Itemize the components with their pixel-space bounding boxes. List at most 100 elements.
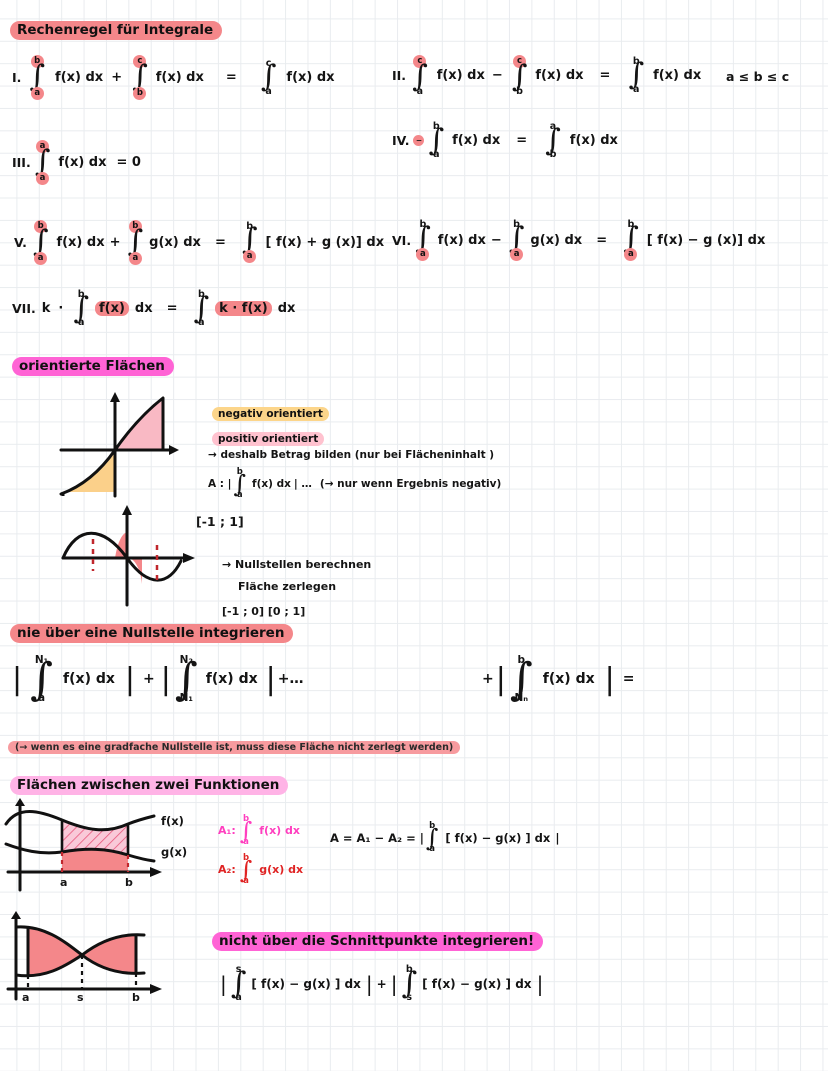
integral-sign: ∫ (233, 469, 246, 498)
abs-bar: | (12, 661, 23, 697)
rule-III-body-1: f(x) dx (58, 154, 107, 170)
label-a: a (60, 876, 68, 889)
limit-upper: a (36, 140, 50, 153)
rule-VI-number: VI. (392, 233, 412, 249)
abs-bar: | (265, 661, 276, 697)
rule-VI-op-1: − (490, 233, 502, 249)
sp-integral-2: b ∫ s (401, 965, 417, 1003)
limit-upper: b (419, 219, 427, 230)
section3-title: nie über eine Nullstelle integrieren (10, 624, 294, 643)
label-b: b (125, 876, 133, 889)
g4-y-arrow (11, 911, 21, 919)
integral-sign: ∫ (239, 816, 253, 845)
note-area-body: f(x) dx (252, 477, 291, 490)
limit-lower: a (34, 251, 48, 265)
graph-orientierte-flaechen (45, 388, 190, 500)
g4-area-left (28, 927, 82, 975)
rule-III: III. a ∫ a f(x) dx = 0 (12, 140, 141, 185)
note-area-prefix: A : | (208, 477, 232, 490)
legend-negativ: negativ orientiert (212, 402, 329, 421)
graph-4-svg (6, 911, 162, 1001)
rule-VII-number: VII. (12, 301, 36, 317)
g2-y-arrow (122, 505, 132, 515)
rule-IV-body-2: f(x) dx (569, 133, 618, 149)
limit-upper: s (235, 964, 242, 975)
rule-VI: VI. b ∫ a f(x) dx − b ∫ a g(x) dx = b ∫ … (392, 219, 765, 262)
legend-negativ-label: negativ orientiert (212, 407, 329, 421)
limit-upper: b (236, 467, 243, 477)
integral-sign: ∫ (428, 122, 445, 158)
abs-bar: | (160, 661, 171, 697)
rule-I-equals: = (225, 69, 237, 85)
formula-nullstelle-split: | N₁ ∫ a f(x) dx | + | N₂ ∫ N₁ f(x) dx |… (10, 655, 303, 703)
sp-integral-1: s ∫ a (231, 965, 247, 1003)
interval-label: [-1 ; 1] (196, 514, 244, 529)
limit-upper: b (34, 220, 48, 233)
limit-upper: b (405, 964, 413, 975)
rule-IV-integral-1: b ∫ a (428, 122, 444, 160)
limit-upper: a (549, 121, 557, 132)
g3-x-arrow (150, 867, 162, 877)
legend-positiv-label: positiv orientiert (212, 432, 325, 446)
integral-sign: ∫ (241, 222, 258, 258)
rule-II-equals: = (599, 68, 611, 84)
integral-sign: ∫ (260, 59, 277, 94)
limit-lower: a (243, 249, 257, 263)
note-intervals: [-1 ; 0] [0 ; 1] (222, 605, 306, 618)
sp-body-2: [ f(x) − g(x) ] dx (422, 976, 532, 991)
rule-V: V. b ∫ a f(x) dx + b ∫ a g(x) dx = b ∫ a… (14, 220, 384, 265)
limit-upper: b (432, 121, 440, 132)
sp-plus: + (376, 976, 387, 991)
limit-upper: b (632, 55, 640, 67)
g3-area-under-g (62, 848, 128, 872)
rule-I-body-2: f(x) dx (155, 69, 204, 85)
limit-lower: a (633, 83, 640, 95)
limit-lower: a (77, 317, 85, 329)
g1-x-arrow (169, 445, 179, 455)
rule-VI-equals: = (596, 233, 608, 249)
abs-bar: | (390, 971, 398, 996)
integral-condition: a ≤ b ≤ c (726, 69, 790, 84)
label-b-2: b (132, 991, 140, 1004)
rule-I-body-1: f(x) dx (55, 69, 104, 85)
rule-III-integral-1: a ∫ a (35, 140, 50, 185)
note-betrag-bilden: → deshalb Betrag bilden (nur bei Flächen… (208, 449, 495, 461)
note-flaeche-zerlegen: Fläche zerlegen (238, 580, 337, 593)
integral-sign: ∫ (628, 57, 645, 93)
rule-V-body-1: f(x) dx (56, 234, 105, 250)
rule-VII: VII. k · b ∫ a f(x) dx = b ∫ a k · f(x) … (12, 290, 295, 328)
limit-lower: a (38, 691, 46, 704)
abs-bar: | (365, 971, 373, 996)
limit-upper: b (30, 55, 44, 68)
A2-integral: b ∫ a (240, 854, 253, 886)
rule-II-integral-2: c ∫ b (511, 55, 528, 97)
abs-bar: | (220, 971, 227, 996)
integral-sign: ∫ (30, 653, 54, 705)
integral-sign: ∫ (511, 59, 528, 94)
label-a-2: a (22, 991, 30, 1004)
split-body-1: f(x) dx (63, 671, 115, 688)
limit-lower: a (30, 86, 44, 100)
rule-VII-integral-2: b ∫ a (194, 290, 210, 328)
limit-lower: a (236, 490, 243, 501)
split-integral-2: N₂ ∫ N₁ (175, 655, 198, 703)
limit-lower: b (516, 85, 523, 97)
integral-sign: ∫ (73, 290, 89, 326)
graph-zwei-funktionen (4, 798, 169, 892)
limit-lower: a (416, 85, 424, 97)
limit-lower: a (429, 844, 436, 855)
rule-II-body-2: f(x) dx (535, 68, 584, 84)
note-area-integral: b ∫ a (233, 468, 246, 500)
g1-curve (59, 396, 165, 496)
section-orientierte-flaechen-header: orientierte Flächen (12, 355, 174, 376)
g3-curve-g (4, 842, 156, 863)
rule-VI-integral-1: b ∫ a (415, 219, 431, 262)
limit-upper: b (242, 814, 250, 824)
g1-y-arrow (110, 392, 120, 402)
integral-sign: ∫ (545, 122, 561, 158)
rule-I-integral-3: c ∫ a (260, 58, 277, 97)
rule-VI-body-2: g(x) dx (530, 233, 583, 249)
rule-IV-minus: − (413, 135, 425, 147)
section-rechenregel-header: Rechenregel für Integrale (10, 19, 223, 40)
